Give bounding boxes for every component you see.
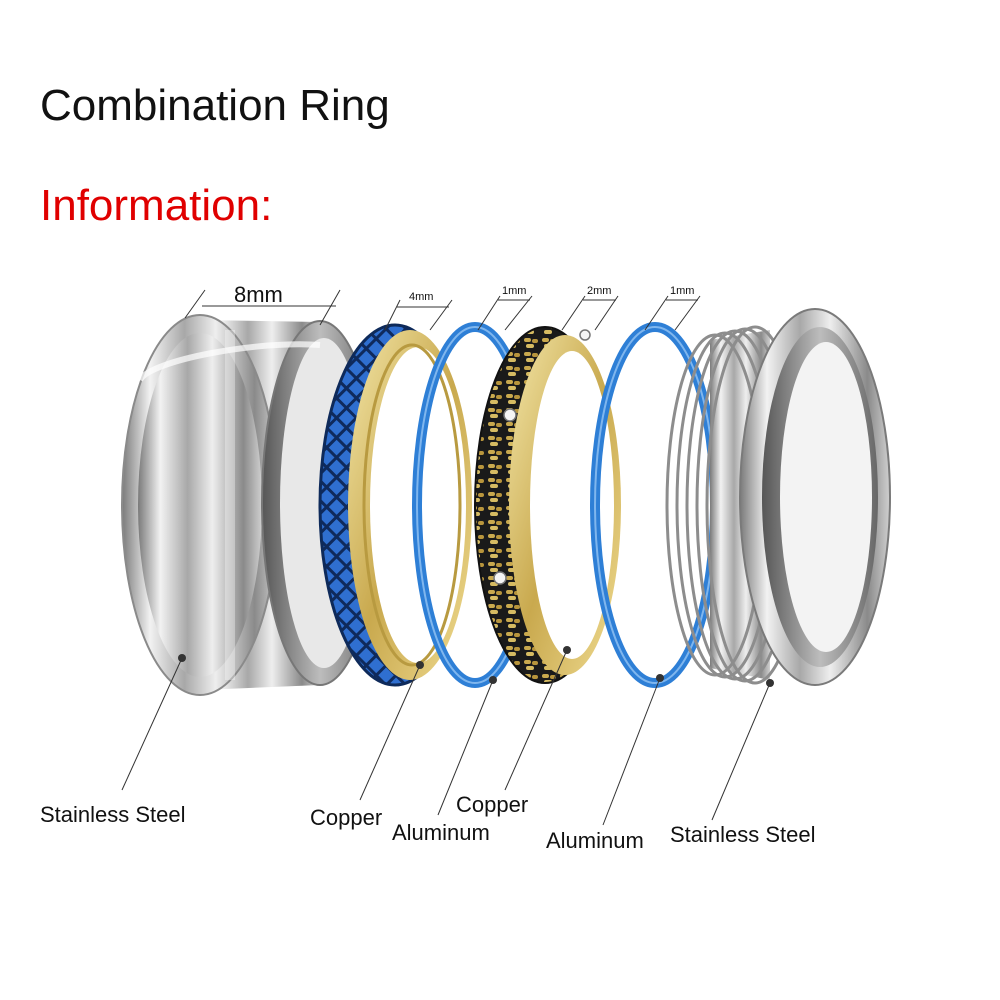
ring-copper-inner xyxy=(318,323,472,687)
ring-stainless-steel-core xyxy=(665,308,891,686)
leader-dots xyxy=(178,646,774,687)
dim-label-1mm-b: 1mm xyxy=(670,285,694,297)
label-aluminum-inner: Aluminum xyxy=(392,820,490,845)
label-copper-inner: Copper xyxy=(310,805,382,830)
dim-label-2mm: 2mm xyxy=(587,285,611,297)
label-stainless-steel-outer: Stainless Steel xyxy=(40,802,186,827)
dim-label-1mm-a: 1mm xyxy=(502,285,526,297)
leader-lines xyxy=(121,649,771,826)
label-copper-middle: Copper xyxy=(456,792,528,817)
dimension-markers xyxy=(184,289,701,331)
page-title: Combination Ring xyxy=(40,81,390,130)
dim-label-8mm: 8mm xyxy=(234,282,283,307)
page-subtitle: Information: xyxy=(40,181,273,230)
label-aluminum-outer: Aluminum xyxy=(546,828,644,853)
ring-copper-middle xyxy=(474,326,621,684)
dim-label-4mm: 4mm xyxy=(409,291,433,303)
label-stainless-steel-core: Stainless Steel xyxy=(670,822,816,847)
